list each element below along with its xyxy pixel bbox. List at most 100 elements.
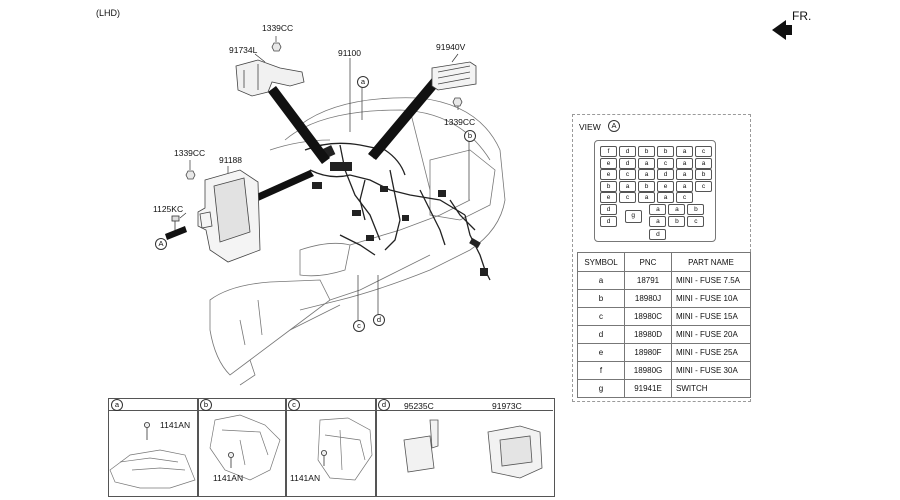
legend-symbol: f — [577, 361, 625, 380]
subpanel-b-part: 1141AN — [213, 473, 244, 483]
subpanel-b — [197, 398, 287, 497]
fuse-slot: a — [619, 180, 636, 192]
legend-pnc: 18980C — [624, 307, 672, 326]
relay-95235c — [403, 419, 439, 473]
fuse-slot: a — [638, 157, 655, 169]
view-a-panel — [572, 114, 751, 402]
callout-a: a — [357, 76, 369, 88]
fuse-slot: c — [695, 180, 712, 192]
screw-icon-c — [320, 449, 327, 466]
fuse-slot: d — [600, 203, 617, 215]
subpanel-header-divider — [108, 410, 553, 411]
legend-part-name: SWITCH — [671, 379, 751, 398]
fuse-slot: c — [676, 192, 693, 203]
legend-part-name: MINI - FUSE 7.5A — [671, 271, 751, 290]
fuse-slot: b — [638, 180, 655, 192]
fuse-slot: a — [638, 169, 655, 180]
legend-symbol: c — [577, 307, 625, 326]
fuse-slot: a — [695, 157, 712, 169]
junction-box-91188 — [197, 169, 261, 263]
fuse-slot: c — [695, 146, 712, 157]
fuse-slot: g — [624, 210, 642, 224]
front-arrow-icon — [772, 20, 792, 40]
legend-header-row: SYMBOL PNC PART NAME — [577, 252, 751, 272]
part-label-1125kc: 1125KC — [153, 204, 184, 214]
screw-icon-a — [143, 421, 150, 440]
fuse-slot: d — [600, 216, 617, 228]
screw-icon-b — [227, 451, 234, 468]
subpanel-c-part: 1141AN — [290, 473, 321, 483]
callout-b: b — [464, 130, 476, 142]
legend-pnc: 91941E — [624, 379, 672, 398]
front-label: FR. — [792, 9, 812, 23]
legend-header-symbol: SYMBOL — [577, 252, 625, 272]
fuse-slot: e — [600, 157, 617, 169]
fuse-slot: c — [657, 157, 674, 169]
legend-part-name: MINI - FUSE 10A — [671, 289, 751, 308]
part-label-91734l: 91734L — [229, 45, 258, 55]
legend-header-pnc: PNC — [624, 252, 672, 272]
leader-lines — [179, 36, 470, 320]
fuse-slot: d — [619, 157, 636, 169]
fuse-slot: b — [657, 146, 674, 157]
fuse-slot: a — [649, 216, 667, 228]
part-label-91100: 91100 — [338, 48, 362, 58]
fuse-box-outline — [594, 140, 716, 242]
bracket-91734l — [235, 59, 305, 97]
variant-label: (LHD) — [96, 8, 120, 18]
module-91973c — [487, 425, 543, 479]
subpanel-b-art — [209, 414, 281, 481]
module-91940v — [431, 61, 477, 91]
part-label-91940v: 91940V — [436, 42, 466, 52]
fuse-slot: b — [600, 180, 617, 192]
fuse-slot: a — [676, 157, 693, 169]
legend-pnc: 18980J — [624, 289, 672, 308]
fuse-slot: c — [687, 216, 705, 228]
fuse-slot: d — [649, 228, 667, 240]
legend-part-name: MINI - FUSE 20A — [671, 325, 751, 344]
fuse-slot: b — [668, 216, 686, 228]
view-ref-circle: A — [608, 120, 620, 132]
leader-wedges — [165, 78, 440, 240]
fuse-slot: c — [619, 169, 636, 180]
subpanel-a-tab: a — [111, 399, 123, 411]
callout-c: c — [353, 320, 365, 332]
legend-part-name: MINI - FUSE 25A — [671, 343, 751, 362]
legend-header-part-name: PART NAME — [671, 252, 751, 272]
subpanel-d-tab: d — [378, 399, 390, 411]
part-label-1339cc-right: 1339CC — [444, 117, 476, 127]
subpanel-a-art — [109, 449, 196, 489]
part-label-91188: 91188 — [219, 155, 243, 165]
fuse-slot: a — [676, 146, 693, 157]
fuse-slot: d — [619, 146, 636, 157]
subpanel-d-part-right: 91973C — [492, 401, 522, 411]
subpanel-b-tab: b — [200, 399, 212, 411]
callout-view-a: A — [155, 238, 167, 250]
fuse-slot: e — [600, 192, 617, 203]
subpanel-c-art — [317, 417, 373, 481]
nut-icons — [185, 42, 463, 180]
part-label-1339cc-top: 1339CC — [262, 23, 294, 33]
fuse-slot: a — [668, 203, 686, 215]
legend-symbol: a — [577, 271, 625, 290]
fuse-slot: b — [695, 169, 712, 180]
fuse-slot: a — [649, 203, 667, 215]
legend-pnc: 18980D — [624, 325, 672, 344]
fuse-slot: e — [657, 180, 674, 192]
fuse-slot: a — [657, 192, 674, 203]
subpanel-d — [375, 398, 555, 497]
subpanel-c — [285, 398, 377, 497]
fuse-slot: e — [600, 169, 617, 180]
legend-symbol: g — [577, 379, 625, 398]
dashboard-outline — [209, 97, 506, 386]
bolt-icon — [171, 215, 180, 230]
callout-d: d — [373, 314, 385, 326]
